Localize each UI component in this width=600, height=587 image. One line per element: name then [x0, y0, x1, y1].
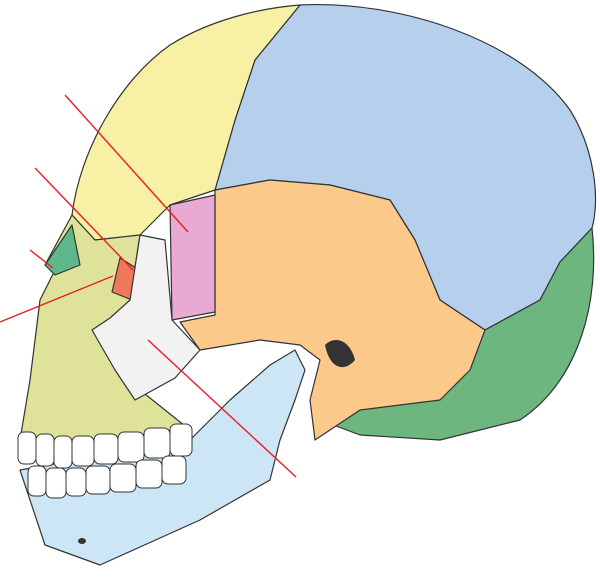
- external-ear-canal: [325, 340, 355, 368]
- nasal-bone: [44, 224, 81, 276]
- pointer-line-lacrimal: [34, 167, 134, 271]
- pointer-line-frontal: [64, 94, 189, 233]
- pointer-line-zygomatic: [147, 339, 297, 478]
- sphenoid-bone: [169, 194, 216, 321]
- pointer-line-maxilla: [0, 275, 114, 323]
- mental-foramen: [78, 538, 86, 544]
- temporal-bone: [179, 179, 486, 441]
- zygomatic-bone: [91, 234, 201, 401]
- teeth: [17, 423, 193, 499]
- pointer-lines: [0, 94, 297, 478]
- pointer-line-nasal: [29, 249, 54, 269]
